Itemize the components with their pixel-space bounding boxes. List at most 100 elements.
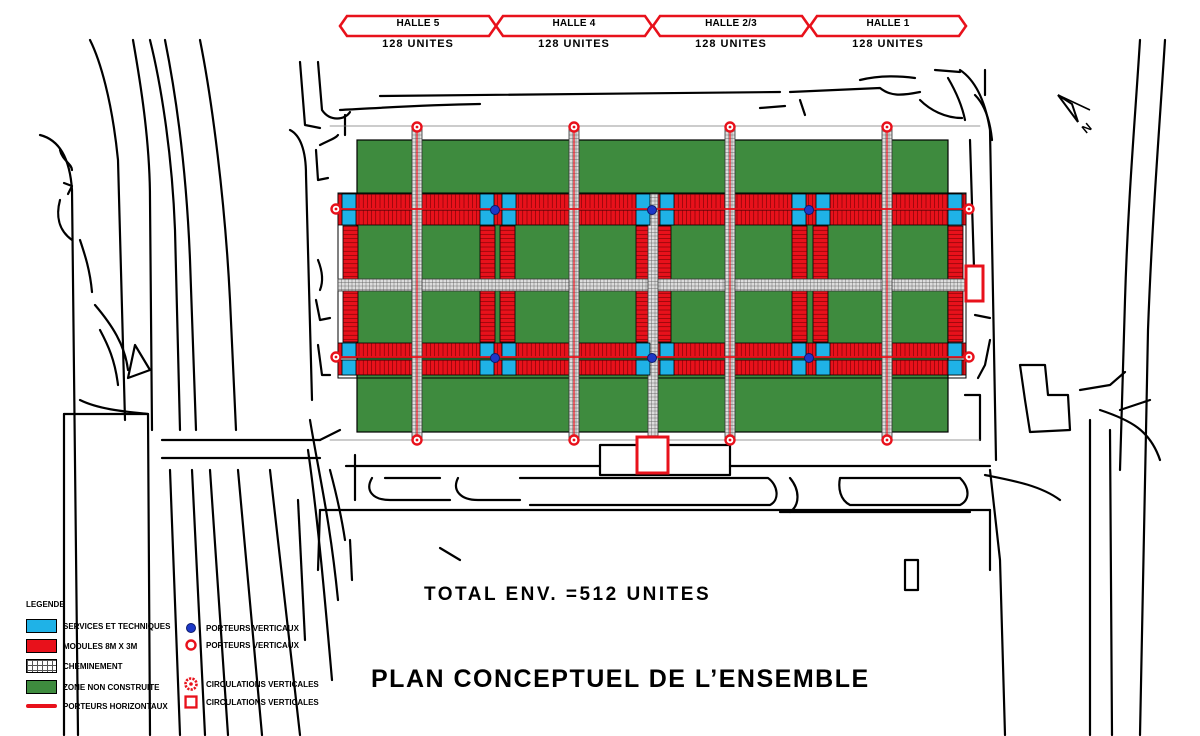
road-outline [88, 38, 127, 422]
walkway-swatch-icon [26, 659, 57, 673]
legend-item-vertical-carriers-blue: PORTEURS VERTICAUX [182, 620, 299, 636]
blue-carrier-dot [804, 353, 814, 363]
service-block [341, 342, 357, 359]
red-ring-center [572, 438, 576, 442]
service-block [501, 209, 517, 226]
road-outline [316, 343, 332, 377]
road-outline [93, 303, 130, 372]
blue-carrier-dot [647, 353, 657, 363]
red-ring-center [728, 438, 732, 442]
road-outline [1078, 370, 1127, 392]
road-outline [316, 508, 322, 572]
road-outline [976, 338, 992, 380]
legend-label: CHEMINEMENT [63, 661, 123, 671]
service-block [815, 342, 831, 359]
blue-carrier-dot [490, 205, 500, 215]
road-outline [314, 298, 332, 322]
service-block [791, 342, 807, 359]
road-outline [518, 476, 778, 507]
circulation-square [964, 264, 985, 303]
service-block [341, 209, 357, 226]
service-block [635, 209, 651, 226]
legend-label: CIRCULATIONS VERTICALES [206, 697, 319, 707]
legend-item-walkway: CHEMINEMENT [26, 658, 123, 674]
blue-dot-icon [186, 623, 196, 633]
hall-label-1: HALLE 1 [866, 18, 910, 29]
blue-carrier-dot [804, 205, 814, 215]
legend-label: PORTEURS VERTICAUX [206, 640, 299, 650]
hall-units-2-3: 128 UNITES [695, 38, 767, 50]
road-outline [78, 398, 150, 416]
hall-units-1: 128 UNITES [852, 38, 924, 50]
road-outline [1018, 363, 1072, 434]
service-block [341, 359, 357, 376]
road-outline [268, 468, 302, 736]
red-gear-icon [184, 677, 198, 691]
road-outline [296, 498, 307, 642]
red-ring-center [415, 125, 419, 129]
road-outline [316, 60, 352, 120]
hall-units-4: 128 UNITES [538, 38, 610, 50]
walkway-strip [647, 193, 659, 445]
north-arrow [1057, 94, 1079, 123]
plan-title: PLAN CONCEPTUEL DE L’ENSEMBLE [371, 665, 870, 693]
road-outline [988, 468, 1007, 736]
road-outline [62, 412, 152, 736]
road-outline [1118, 38, 1142, 472]
road-outline [758, 104, 787, 110]
road-outline [963, 393, 982, 442]
service-block [947, 359, 963, 376]
red-ring-center [572, 125, 576, 129]
hall-arrows [338, 14, 968, 38]
legend-item-horizontal-carriers: PORTEURS HORIZONTAUX [26, 698, 168, 714]
road-outline [983, 473, 1062, 502]
road-outline [798, 98, 807, 117]
road-outline [1138, 38, 1167, 736]
service-block [659, 193, 675, 210]
legend: LEGENDE SERVICES ET TECHNIQUES MODULES 8… [22, 600, 342, 732]
road-outline [163, 38, 198, 432]
road-outline [918, 98, 964, 120]
hall-label-4: HALLE 4 [552, 18, 596, 29]
red-ring-center [885, 438, 889, 442]
road-outline [126, 343, 152, 380]
red-ring-center [334, 207, 338, 211]
service-block [341, 193, 357, 210]
legend-label: ZONE NON CONSTRUITE [63, 682, 160, 692]
north-label: N [1079, 120, 1095, 136]
road-outline [78, 238, 94, 294]
hall-label-5: HALLE 5 [396, 18, 440, 29]
road-outline [338, 102, 482, 112]
road-outline [933, 68, 962, 74]
road-outline [368, 476, 452, 502]
legend-item-vertical-circulation-square: CIRCULATIONS VERTICALES [182, 694, 319, 710]
service-block [479, 209, 495, 226]
legend-label: SERVICES ET TECHNIQUES [63, 621, 171, 631]
service-block [501, 359, 517, 376]
hall-arrow [808, 14, 968, 38]
road-outline [316, 258, 324, 292]
road-outline [348, 538, 354, 582]
carriers [330, 121, 985, 475]
road-outline [973, 313, 992, 320]
road-outline [208, 468, 230, 736]
circulation-square [635, 435, 670, 475]
road-outline [148, 38, 182, 432]
red-ring-center [728, 125, 732, 129]
service-block [659, 342, 675, 359]
legend-label: MODULES 8M X 3M [63, 641, 138, 651]
service-block [479, 342, 495, 359]
legend-item-services: SERVICES ET TECHNIQUES [26, 618, 170, 634]
north-arrow-line [1057, 94, 1091, 111]
red-ring-center [415, 438, 419, 442]
road-outline [236, 468, 264, 736]
service-block [635, 359, 651, 376]
road-outline [1108, 428, 1114, 736]
road-outline [454, 476, 522, 502]
legend-title: LEGENDE [26, 600, 65, 609]
road-outline [58, 148, 74, 172]
service-block [479, 359, 495, 376]
road-outline [328, 468, 347, 542]
service-block [815, 209, 831, 226]
red-ring-icon [185, 639, 197, 651]
